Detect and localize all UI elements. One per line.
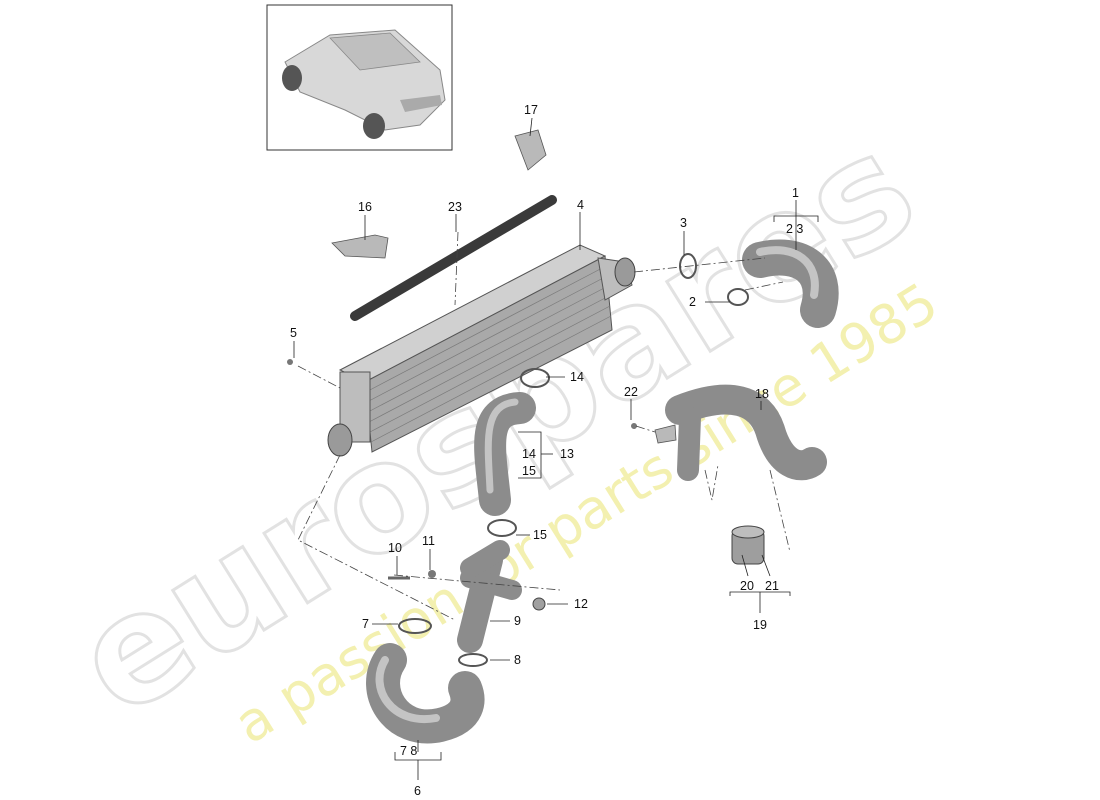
bolt-5: [287, 359, 293, 365]
clamp-14: [520, 368, 550, 388]
callout-4: 4: [577, 198, 584, 212]
callout-6-sub: 7 8: [400, 744, 417, 758]
clamp-7: [398, 618, 432, 634]
leader-lines: [293, 117, 819, 780]
callout-16: 16: [358, 200, 372, 214]
callout-15: 15: [533, 528, 547, 542]
callout-13: 13: [560, 447, 574, 461]
alignment-lines: [297, 231, 791, 621]
nut-12: [532, 597, 546, 611]
hose-1-highlight: [756, 246, 819, 299]
callout-20: 20: [740, 579, 754, 593]
pipe-18-bracket: [654, 424, 677, 444]
callout-9: 9: [514, 614, 521, 628]
callout-11: 11: [422, 534, 435, 548]
suv-car-icon: [282, 29, 446, 139]
callout-13-sub-b: 15: [522, 464, 536, 478]
clamp-8: [458, 653, 488, 667]
bolt-11: [428, 570, 436, 578]
seal-strip-23: [350, 195, 557, 321]
callout-10: 10: [388, 541, 402, 555]
hose-13-highlight: [484, 398, 519, 494]
clamp-3: [679, 253, 697, 279]
callout-19: 19: [753, 618, 767, 632]
callout-6: 6: [414, 784, 421, 798]
vehicle-thumbnail: [266, 4, 453, 151]
callout-17: 17: [524, 103, 538, 117]
bracket-17: [514, 129, 547, 171]
clamp-2: [727, 288, 749, 306]
callout-21: 21: [765, 579, 779, 593]
callout-8: 8: [514, 653, 521, 667]
pipe-18: [665, 384, 827, 481]
callout-12: 12: [574, 597, 588, 611]
pipe-18-branch: [677, 407, 701, 481]
hose-6-highlight: [375, 656, 440, 724]
callout-labels: 17 16 23 4 3 1 2 3 2 5 14 22 18 14 13 15…: [290, 103, 803, 798]
callout-7: 7: [362, 617, 369, 631]
bolt-22: [631, 423, 637, 429]
callout-1-sub: 2 3: [786, 222, 803, 236]
callout-18: 18: [755, 387, 769, 401]
clamp-15: [487, 519, 517, 537]
callout-23: 23: [448, 200, 462, 214]
callout-1: 1: [792, 186, 799, 200]
callout-5: 5: [290, 326, 297, 340]
callout-13-sub-a: 14: [522, 447, 536, 461]
intercooler-icon: [327, 244, 636, 457]
bracket-16: [331, 234, 389, 259]
pipe-9-top: [460, 540, 510, 578]
callout-22: 22: [624, 385, 638, 399]
adapter-20-21: [731, 525, 765, 565]
callout-3: 3: [680, 216, 687, 230]
callout-2: 2: [689, 295, 696, 309]
callout-14: 14: [570, 370, 584, 384]
